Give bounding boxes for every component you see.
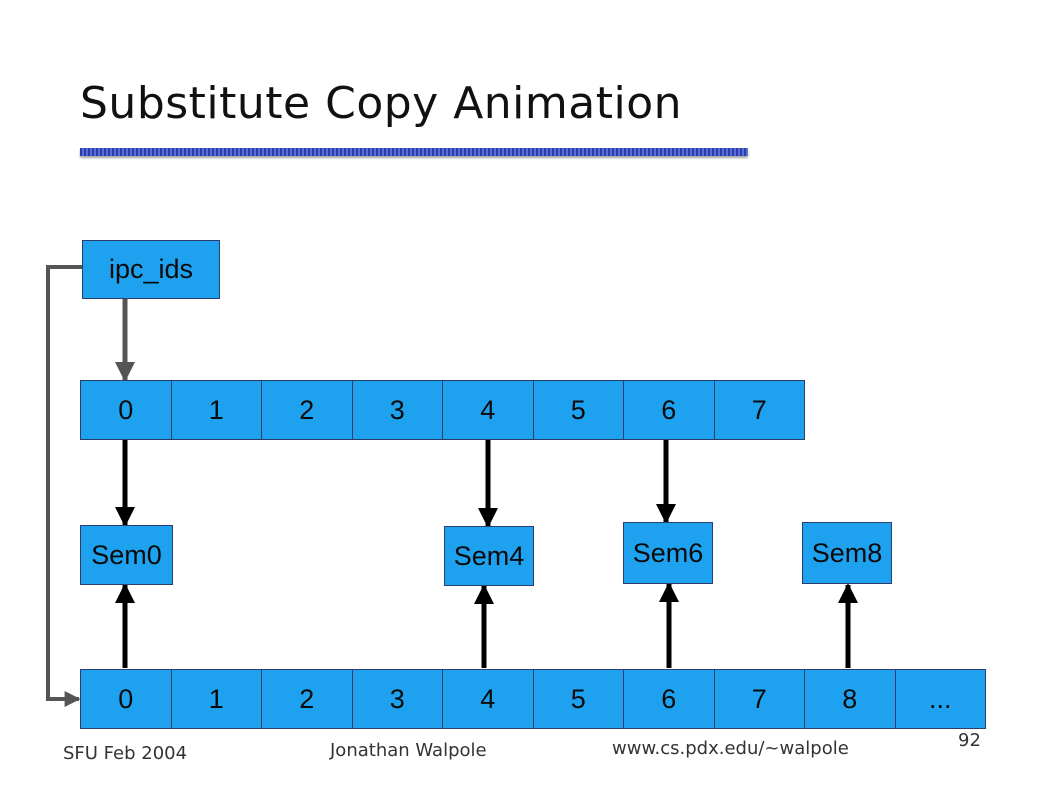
sem4-box: Sem4 <box>444 526 534 586</box>
arrow-ipc-to-new-array <box>46 265 82 707</box>
sem6-box: Sem6 <box>623 522 713 584</box>
new-array-cell-7: 7 <box>713 669 805 729</box>
old-array-cell-3: 3 <box>351 380 443 440</box>
old-array-cell-4: 4 <box>442 380 534 440</box>
new-array-cell-5: 5 <box>532 669 624 729</box>
old-array-cell-1: 1 <box>170 380 262 440</box>
new-array-cell-3: 3 <box>351 669 443 729</box>
sem8-box: Sem8 <box>802 522 892 584</box>
new-array-cell-2: 2 <box>261 669 353 729</box>
title-underline <box>80 148 748 156</box>
slide-title: Substitute Copy Animation <box>80 78 683 129</box>
new-array-cell-6: 6 <box>623 669 715 729</box>
new-array-cell-8: 8 <box>804 669 896 729</box>
old-array-cell-6: 6 <box>623 380 715 440</box>
footer-url: www.cs.pdx.edu/~walpole <box>612 738 849 759</box>
ipc-ids-box: ipc_ids <box>82 240 220 299</box>
new-array-cell-0: 0 <box>80 669 172 729</box>
footer-page-number: 92 <box>958 730 981 751</box>
old-array-cell-0: 0 <box>80 380 172 440</box>
footer-author: Jonathan Walpole <box>330 740 487 761</box>
new-array-cell-4: 4 <box>442 669 534 729</box>
old-array-cell-7: 7 <box>713 380 805 440</box>
old-array-cell-2: 2 <box>261 380 353 440</box>
old-array-cell-5: 5 <box>532 380 624 440</box>
footer-date: SFU Feb 2004 <box>63 743 188 764</box>
sem0-box: Sem0 <box>80 525 173 585</box>
new-array-cell-9: ... <box>894 669 986 729</box>
new-array-cell-1: 1 <box>170 669 262 729</box>
